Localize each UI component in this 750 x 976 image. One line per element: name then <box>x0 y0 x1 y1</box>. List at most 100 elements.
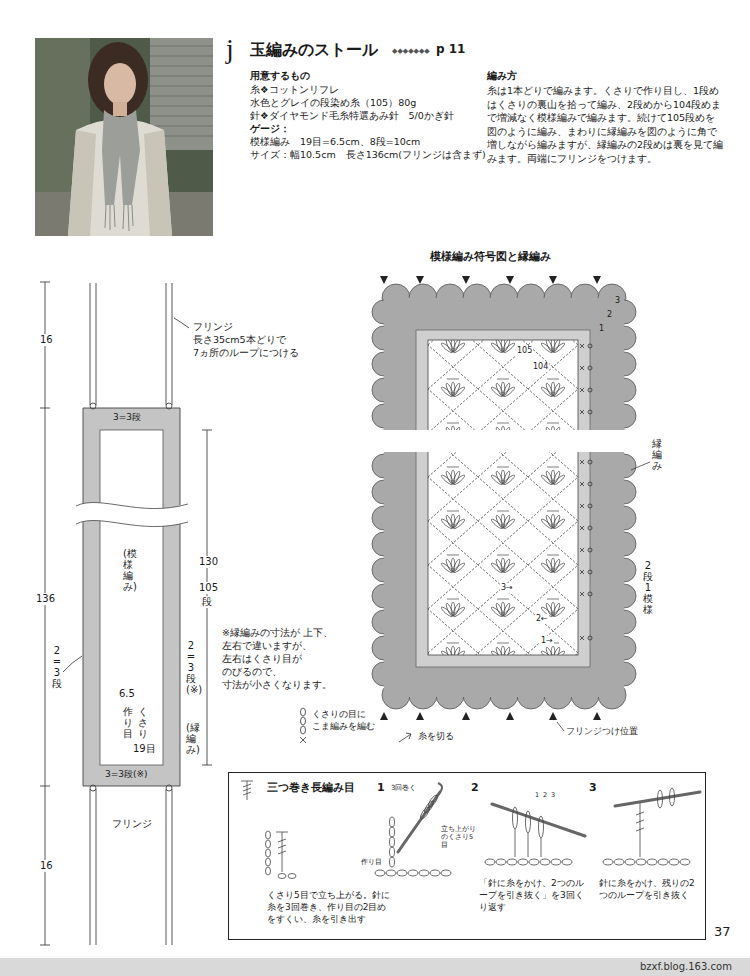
step-number: 2 <box>471 781 479 794</box>
illustration-label: 作り目 <box>361 859 382 867</box>
technique-panel: 三つ巻き長編み目1233回巻く立ち上がりのくさり5目作り目くさり5目で立ち上がる… <box>228 772 706 940</box>
dimension-label-holder: 6.5 <box>119 688 135 700</box>
dimension-label-holder: 2=3段(※) <box>186 640 196 695</box>
row-number: 3 <box>614 296 621 306</box>
section-heading: 用意するもの <box>250 70 310 82</box>
row-number: 2← <box>535 614 549 624</box>
size-line: サイズ：幅10.5cm 長さ136cm(フリンジは含まず) <box>250 149 486 160</box>
dimension-label: 3=3段(※) <box>105 769 148 780</box>
material-line: 水色とグレイの段染め糸（105）80g <box>250 97 416 108</box>
instructions-text: 糸は1本どりで編みます。くさりで作り目し、1段めはくさりの裏山を拾って編み、2段… <box>487 84 725 165</box>
edging-note-holder: ※縁編みの寸法が 上下、左右で違いますが、 左右はくさり目が のびるので、 寸法… <box>222 626 347 691</box>
leader-lines <box>557 462 650 731</box>
watermark-holder: bzxf.blog.163.com <box>640 961 732 973</box>
row-number-holder: 105 <box>516 346 533 356</box>
dimension-label-holder: 段 <box>201 596 213 608</box>
part-label: フリンジ <box>112 818 152 830</box>
step-number-holder: 1 <box>377 781 385 794</box>
dimension-label: 19目 <box>133 743 156 755</box>
pattern-title-holder: 玉編みのストール <box>250 40 378 59</box>
technique-illustrations <box>241 781 700 879</box>
row-number-holder: 104 <box>532 362 549 372</box>
row-number: 104 <box>532 362 549 372</box>
row-number-holder: 1 <box>598 324 605 334</box>
step-text-holder: くさり5目で立ち上がる。針に糸を3回巻き、作り目の2目めをすくい、糸を引き出す <box>267 889 392 925</box>
technique-title: 三つ巻き長編み目 <box>267 781 355 794</box>
model-photo <box>35 38 213 236</box>
gauge-line: 模様編み 19目=6.5cm、8段=10cm <box>250 136 420 147</box>
step-text: くさり5目で立ち上がる。針に糸を3回巻き、作り目の2目めをすくい、糸を引き出す <box>267 889 392 925</box>
row-number-holder: 2 <box>606 310 613 320</box>
page-number-holder: 37 <box>714 924 731 940</box>
legend-note-holder: くさりの目に こま編みを編む <box>312 708 376 732</box>
dimension-label: 2=3段(※) <box>186 640 196 695</box>
row-number: 1→ <box>540 636 554 646</box>
loop-number-holder: 2 <box>543 792 547 800</box>
section-heading-holder: ゲージ： <box>250 123 290 134</box>
fringe-markers <box>380 276 601 720</box>
illustration-label-holder: 作り目 <box>361 859 382 867</box>
dimension-label: 6.5 <box>119 688 135 700</box>
decor-diamonds: ◆◆◆◆◆◆◆ <box>392 47 430 55</box>
watermark: bzxf.blog.163.com <box>640 961 732 973</box>
pattern-label-holder: (模様編み) <box>123 548 133 592</box>
page-ref-holder: p 11 <box>436 42 465 56</box>
legend-note-holder: 糸を切る <box>418 731 454 742</box>
dimension-label-holder: くさり <box>138 706 148 739</box>
legend-note: 糸を切る <box>418 731 454 742</box>
edging-note: ※縁編みの寸法が 上下、左右で違いますが、 左右はくさり目が のびるので、 寸法… <box>222 626 347 691</box>
part-label: (縁編み) <box>186 722 196 755</box>
row-number-holder: 3 <box>614 296 621 306</box>
page-ref: p 11 <box>436 42 465 56</box>
section-heading: 編み方 <box>487 70 517 82</box>
stole-band: 3=3段 (模様編み) 6.5 作り目くさり 19目 3=3段(※) <box>83 408 180 786</box>
loop-number: 2 <box>543 792 547 800</box>
dimension-label: 130 <box>198 556 219 568</box>
dimension-label: 作り目 <box>123 706 133 739</box>
dimension-label-holder: 2=3段 <box>52 645 62 689</box>
chain-sc-marks <box>580 344 592 640</box>
stole-schematic <box>40 282 212 945</box>
step-number: 3 <box>589 781 597 794</box>
dimension-label-holder: 作り目 <box>123 706 133 739</box>
step-text: 「針に糸をかけ、2つのループを引き抜く」を3回くり返す <box>479 877 591 913</box>
dimension-label-holder: 19目 <box>133 743 156 755</box>
section-heading: ゲージ： <box>250 123 290 134</box>
material-line: 針❖ダイヤモンド毛糸特選あみ針 5/0かぎ針 <box>250 110 454 121</box>
loop-number: 3 <box>551 792 555 800</box>
dimension-label-holder: 136 <box>35 593 56 605</box>
step-number-holder: 2 <box>471 781 479 794</box>
pattern-label: (模様編み) <box>123 548 133 592</box>
part-label-holder: 縁編み <box>652 438 662 471</box>
decor-diamonds-holder: ◆◆◆◆◆◆◆ <box>392 47 430 55</box>
fringe-note-holder: フリンジ 長さ35cm5本どりで 7ヵ所のループにつける <box>193 320 323 359</box>
chart-title-holder: 模様編み符号図と縁編み <box>430 250 551 263</box>
symbol-legend <box>300 708 411 743</box>
material-line-holder: 糸❖コットンリフレ <box>250 84 339 95</box>
illustration-label: 立ち上がりのくさり5目 <box>441 825 477 849</box>
dimension-label: 136 <box>35 593 56 605</box>
row-number: 2 <box>606 310 613 320</box>
illustration-label: 3回巻く <box>391 784 416 792</box>
dimension-label-holder: 130 <box>198 556 219 568</box>
instructions-text-holder: 糸は1本どりで編みます。くさりで作り目し、1段めはくさりの裏山を拾って編み、2段… <box>487 84 725 165</box>
step-number: 1 <box>377 781 385 794</box>
pattern-title: 玉編みのストール <box>250 40 378 59</box>
step-text-holder: 「針に糸をかけ、2つのループを引き抜く」を3回くり返す <box>479 877 591 913</box>
row-number-holder: 2← <box>535 614 549 624</box>
dimension-label-holder: 3=3段 <box>113 412 141 423</box>
fringe-note: フリンジ 長さ35cm5本どりで 7ヵ所のループにつける <box>193 320 323 359</box>
fringe-position-label: フリンジつけ位置 <box>566 726 638 737</box>
dimension-label: 段 <box>201 596 213 608</box>
section-heading-holder: 用意するもの <box>250 70 310 82</box>
illustration-label-holder: 3回巻く <box>391 784 416 792</box>
gauge-line-holder: 模様編み 19目=6.5cm、8段=10cm <box>250 136 420 147</box>
dimension-label: 105 <box>198 582 219 594</box>
repeat-label: 2段1模様 <box>643 560 653 615</box>
dimension-label: 16 <box>39 860 54 872</box>
repeat-label-holder: 2段1模様 <box>643 560 653 615</box>
row-number: 105 <box>516 346 533 356</box>
technique-title-holder: 三つ巻き長編み目 <box>267 781 355 794</box>
step-text: 針に糸をかけ、残りの2つのループを引き抜く <box>599 877 699 901</box>
step-text-holder: 針に糸をかけ、残りの2つのループを引き抜く <box>599 877 699 901</box>
